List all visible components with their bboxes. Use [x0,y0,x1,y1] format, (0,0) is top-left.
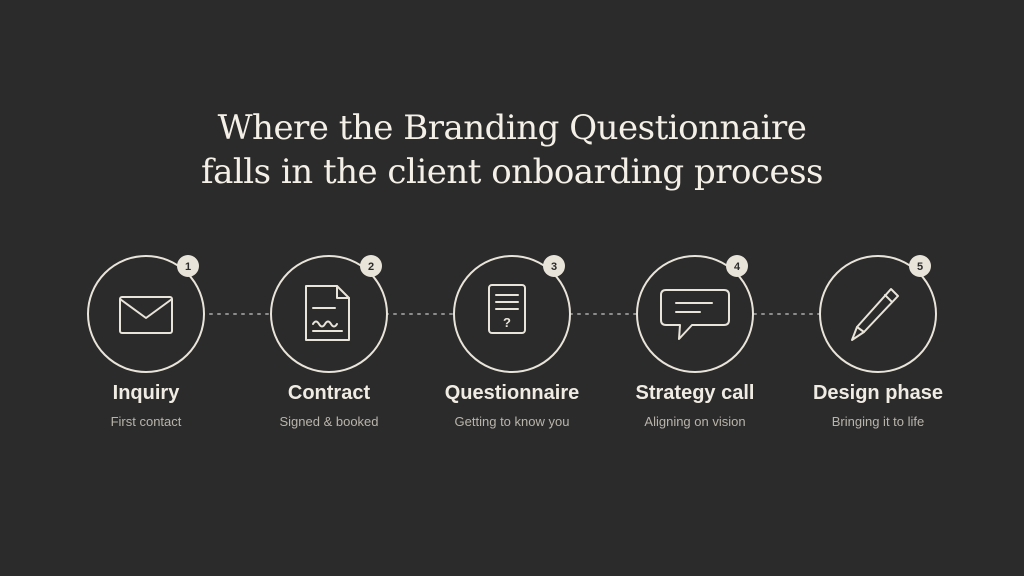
step-1-subtitle: First contact [110,414,182,429]
step-5-number: 5 [917,261,923,273]
step-4-number: 4 [734,261,741,273]
step-3-title: Questionnaire [444,382,580,404]
step-3-node: ? 3 [453,255,571,373]
step-2-title: Contract [287,382,371,404]
contract-icon [305,285,350,341]
step-3-subtitle: Getting to know you [454,414,570,429]
step-4-badge [726,255,748,277]
step-1-title: Inquiry [112,382,180,404]
step-2-node: 2 [270,255,388,373]
speech-bubble-icon [660,289,730,340]
pencil-icon [851,288,899,341]
step-3-number: 3 [551,261,557,273]
questionnaire-icon [488,284,526,334]
step-4-title: Strategy call [635,382,755,404]
step-5-node: 5 [819,255,937,373]
step-5-badge [909,255,931,277]
step-2-subtitle: Signed & booked [279,414,379,429]
step-2-number: 2 [368,261,374,273]
step-5-subtitle: Bringing it to life [831,414,925,429]
step-4-subtitle: Aligning on vision [644,414,746,429]
page-title: Where the Branding Questionnaire falls i… [0,106,1024,194]
envelope-icon [119,296,173,334]
step-3-badge [543,255,565,277]
step-4-node: 4 [636,255,754,373]
step-1-number: 1 [185,261,191,273]
step-1-badge [177,255,199,277]
step-5-title: Design phase [812,382,944,404]
title-line-2: falls in the client onboarding process [201,152,824,192]
question-mark-icon: ? [503,315,511,330]
step-1-node: 1 [87,255,205,373]
step-2-badge [360,255,382,277]
title-line-1: Where the Branding Questionnaire [217,108,807,148]
